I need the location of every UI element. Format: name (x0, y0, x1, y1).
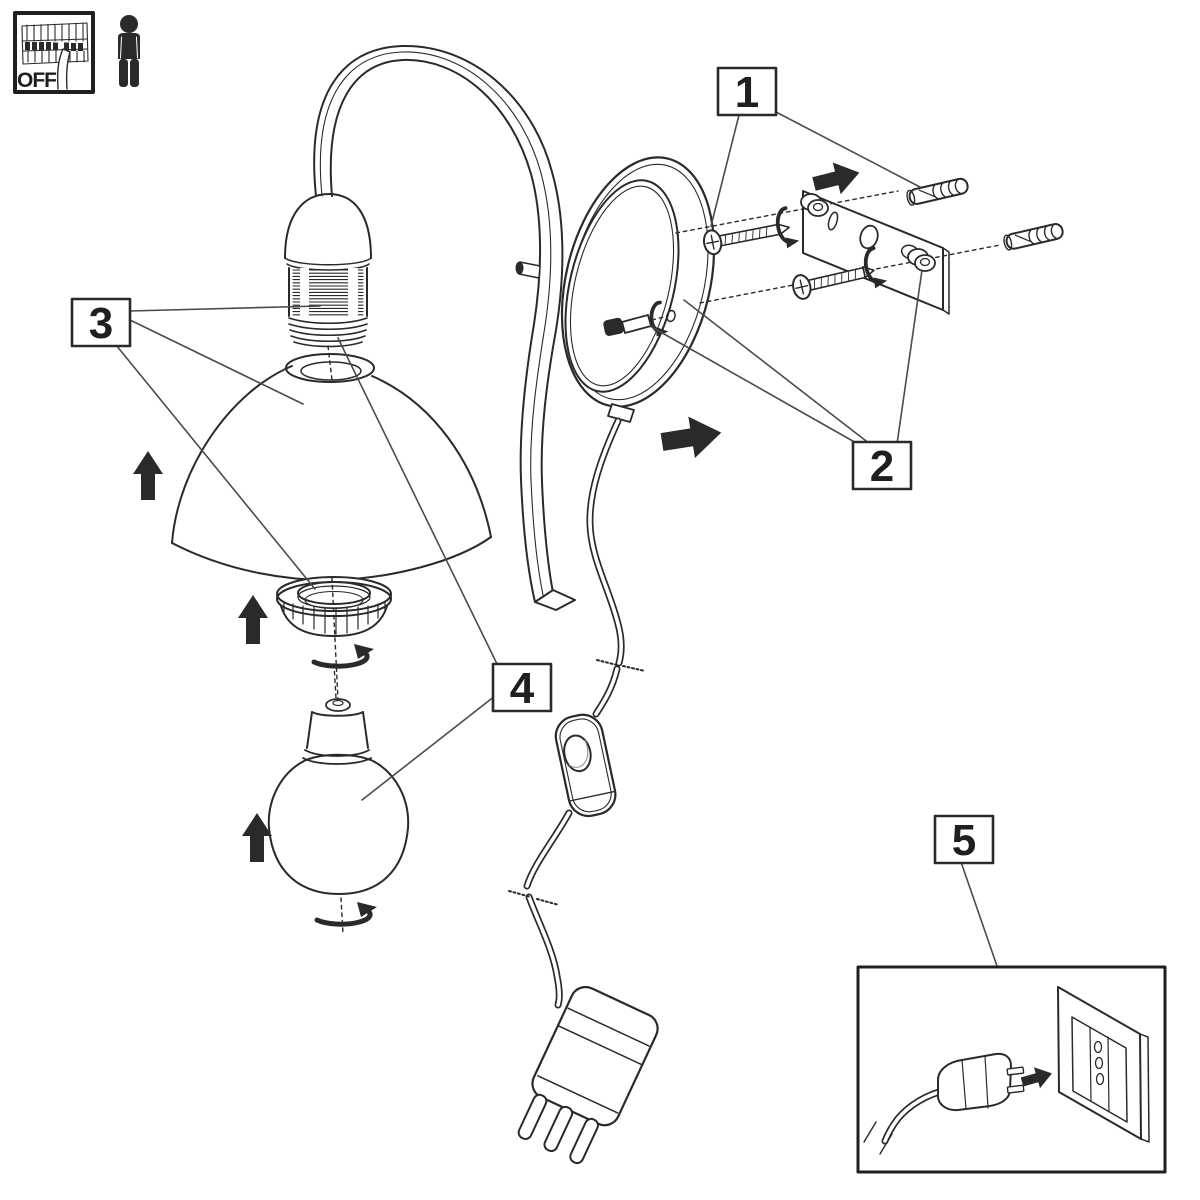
plug-pin (1006, 1084, 1025, 1094)
bracket-center-hole (859, 224, 879, 250)
callout-2-label: 2 (870, 442, 894, 491)
bracket-standoff (900, 244, 936, 272)
callout-2: 2 (851, 440, 913, 491)
up-arrow-icon (242, 813, 272, 862)
light-bulb (267, 698, 410, 895)
cord-break-marks (508, 890, 560, 906)
mounting-bracket (802, 190, 950, 315)
arm-end-cap (534, 589, 576, 611)
cord-break-marks (596, 659, 646, 672)
insert-arrow-icon (660, 416, 722, 459)
cord-break-marks (863, 1121, 893, 1155)
set-screw (603, 314, 652, 336)
lamp-socket (284, 193, 372, 348)
socket-threads (292, 269, 364, 316)
step5-inset (856, 965, 1167, 1174)
outlet-hole (1093, 1040, 1103, 1054)
callout-5-label: 5 (952, 816, 976, 865)
callout-1: 1 (716, 66, 778, 117)
lamp-arm (313, 44, 576, 611)
set-screw-hole (666, 309, 676, 323)
wall-outlet (1057, 986, 1150, 1143)
plug-pin (1006, 1066, 1025, 1076)
cord-grommet (607, 403, 635, 423)
wall-canopy (560, 156, 716, 423)
bracket-slot (827, 211, 839, 231)
up-arrow-icon (238, 595, 268, 644)
plug-pin (543, 1105, 574, 1152)
rotate-arrow-icon (311, 644, 374, 669)
rotate-arrow-icon (863, 246, 888, 289)
inline-switch (554, 713, 617, 818)
person-icon (118, 15, 140, 87)
power-plug (863, 1052, 1025, 1155)
insert-arrow-icon (1020, 1067, 1052, 1089)
centerline (331, 577, 339, 701)
switch-button (563, 734, 592, 773)
callout-4: 4 (491, 662, 553, 713)
mounting-screw (792, 265, 875, 300)
breaker-off-label: OFF (17, 69, 57, 92)
callout-5: 5 (933, 814, 995, 865)
wall-anchor (906, 177, 969, 206)
wall-anchor (1003, 223, 1064, 251)
callout-3: 3 (70, 297, 132, 348)
leader-lines (115, 111, 998, 967)
outlet-hole (1095, 1072, 1105, 1086)
centerline (333, 663, 344, 935)
lampshade (171, 353, 492, 582)
shade-ring (276, 576, 392, 637)
insert-arrow-icon (812, 162, 860, 195)
bracket-standoff (800, 193, 829, 217)
power-cord (508, 809, 573, 1009)
power-off-breaker-icon: OFF (13, 11, 95, 94)
centerline (327, 345, 333, 381)
screw-axis (675, 190, 899, 234)
arm-mounting-peg (515, 261, 541, 279)
callout-4-label: 4 (510, 664, 535, 713)
plug-pin (569, 1117, 600, 1165)
callout-3-label: 3 (89, 299, 113, 348)
up-arrow-icon (133, 451, 163, 500)
hand-icon (56, 48, 71, 90)
callout-1-label: 1 (735, 68, 759, 117)
outlet-hole (1094, 1056, 1104, 1070)
ring-knurl (280, 605, 388, 637)
plug-pin (517, 1093, 548, 1140)
shade-neck-hole (285, 353, 375, 383)
rotate-arrow-icon (314, 902, 377, 927)
socket-cap (284, 193, 372, 259)
breaker-switches-off (25, 42, 83, 51)
rotate-arrow-icon (775, 206, 800, 249)
power-plug (517, 985, 659, 1165)
power-cord (586, 417, 646, 718)
